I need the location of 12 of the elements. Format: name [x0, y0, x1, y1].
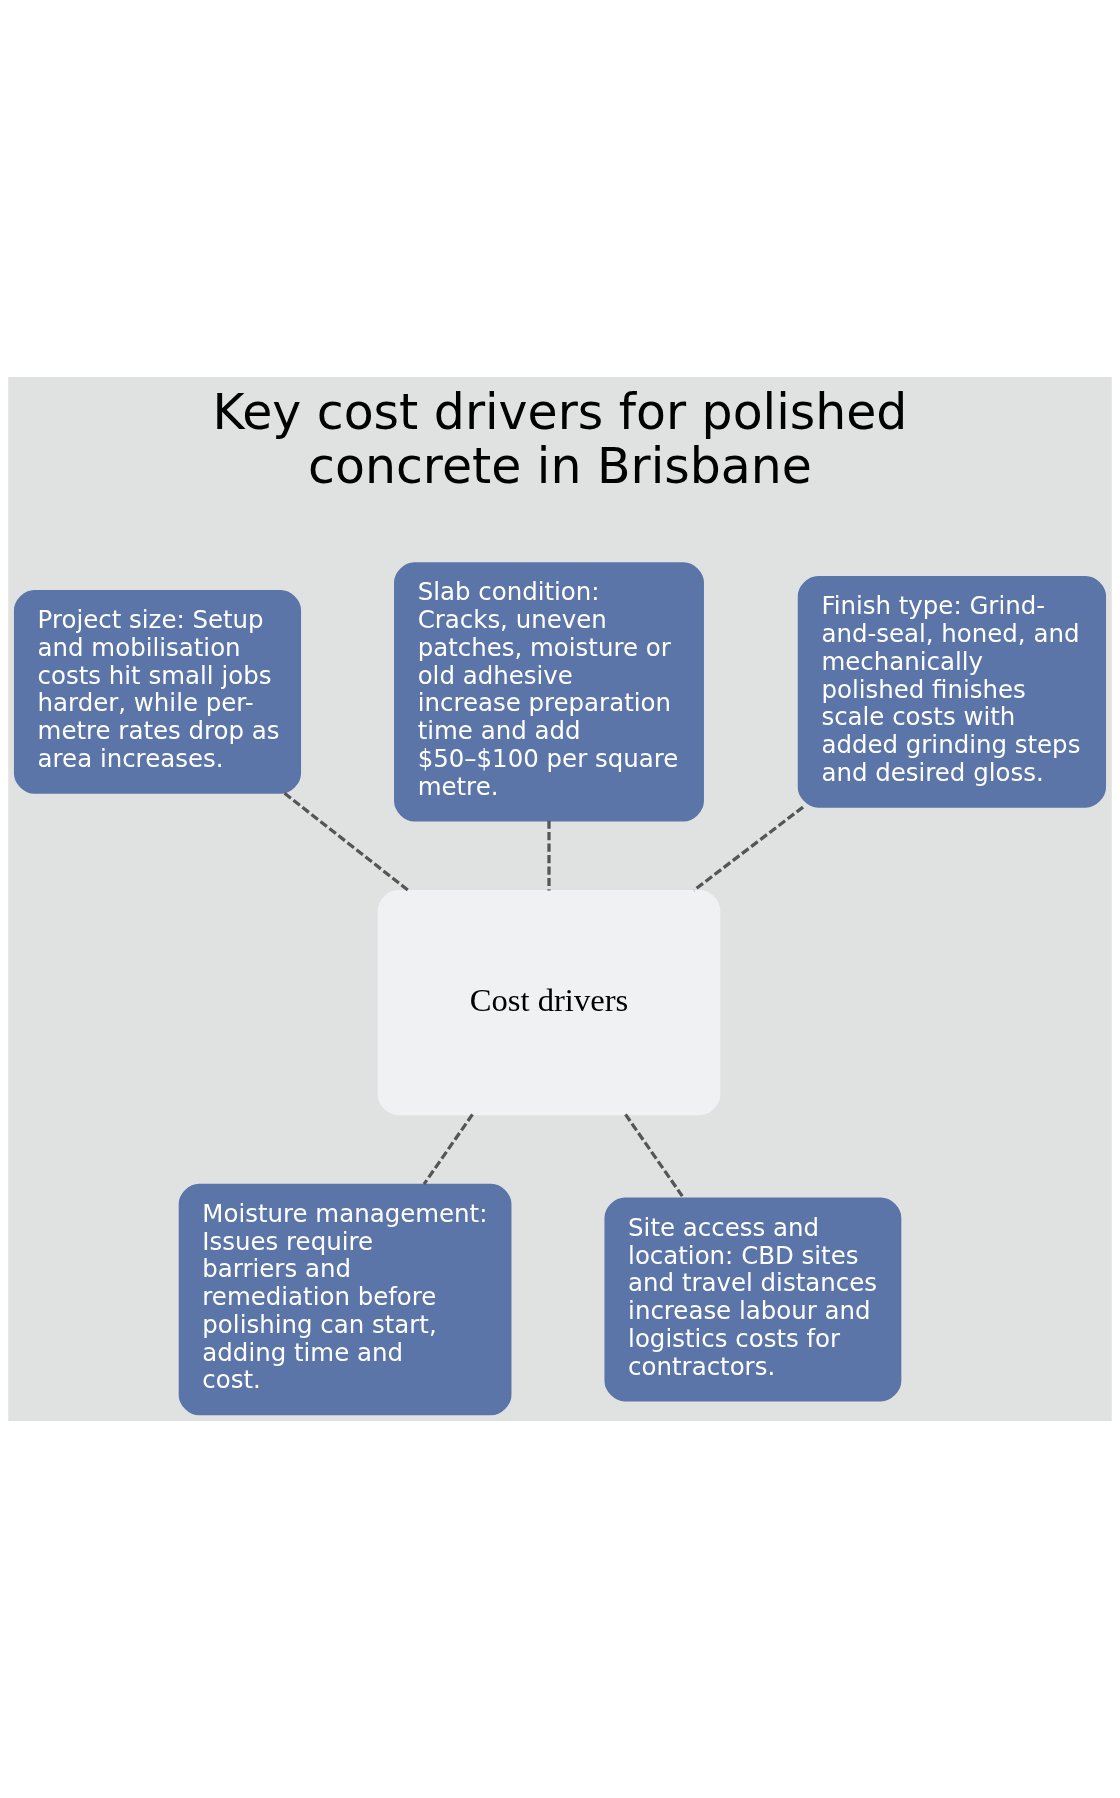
diagram-title: Key cost drivers for polished concrete in Brisbane — [212, 384, 908, 496]
node-box: Site access and location: CBD sites and travel distances increase labour and logistics costs for contractors. — [604, 1197, 902, 1402]
node-box: Cost drivers — [377, 890, 721, 1116]
connector — [624, 1113, 686, 1200]
node-box: Slab condition: Cracks, uneven patches, moisture or old adhesive increase preparation time and add $50–$100 per square metre. — [394, 562, 704, 822]
node-box: Finish type: Grind-and-seal, honed, and mechanically polished finishes scale costs with added grinding steps and desired gloss. — [797, 576, 1107, 808]
node-box: Project size: Setup and mobilisation costs hit small jobs harder, while per-metre rates drop as area increases. — [13, 589, 302, 794]
node-box: Moisture management: Issues require barriers and remediation before polishing can start, adding time and cost. — [178, 1183, 512, 1416]
connector — [283, 792, 410, 892]
connector — [692, 805, 804, 892]
connector — [422, 1113, 474, 1186]
connector — [547, 820, 551, 891]
